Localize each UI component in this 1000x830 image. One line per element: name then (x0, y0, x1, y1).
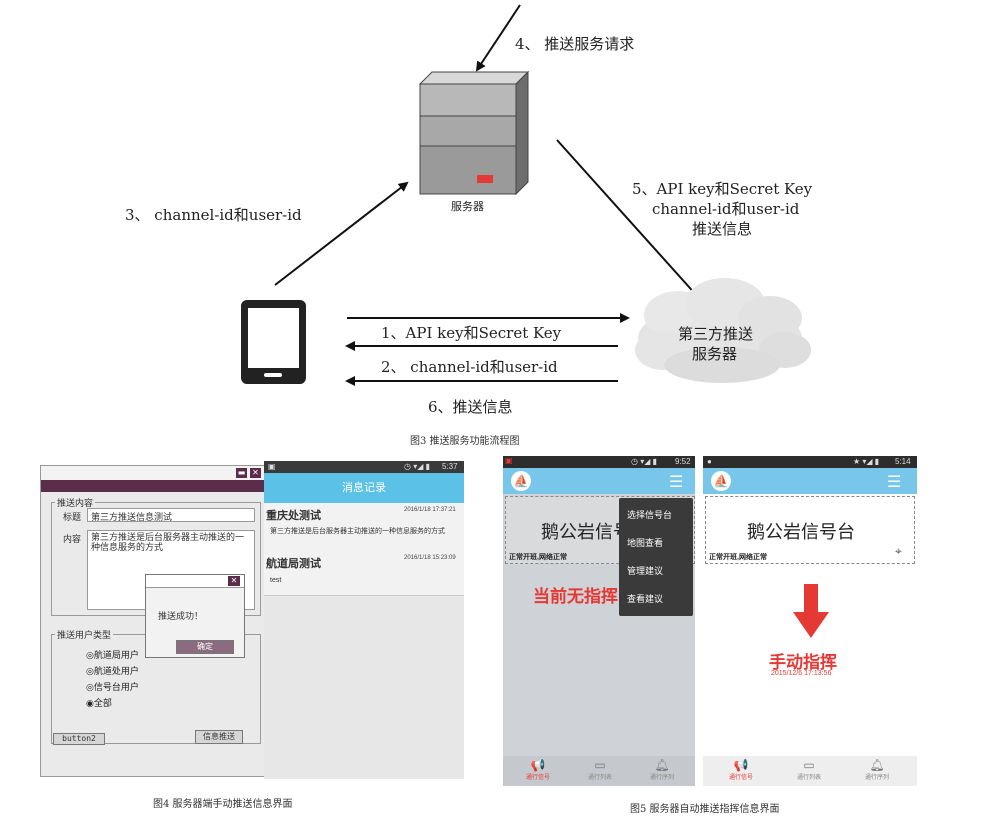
cloud-label-line2: 服务器 (692, 345, 738, 363)
message-log-header: 消息记录 (264, 473, 464, 503)
msg2-body: test (270, 577, 282, 584)
server-label: 服务器 (451, 200, 484, 213)
status-bar: ▣ ◷ ▾◢ ▮ 5:37 (264, 461, 464, 473)
close-button[interactable]: ✕ (250, 468, 261, 478)
no-command-text: 当前无指挥 (533, 587, 618, 606)
minimize-button[interactable]: ▬ (236, 468, 247, 478)
cloud-label-line1: 第三方推送 (678, 325, 754, 343)
server-icon (418, 70, 530, 196)
radio-option-3[interactable]: ◎信号台用户 (86, 682, 139, 692)
fig3-caption: 图3 推送服务功能流程图 (410, 436, 520, 447)
tab-label: 通行列表 (796, 775, 821, 781)
success-dialog: ✕ 推送成功！ 确定 (145, 574, 245, 658)
status-time: 5:37 (442, 462, 458, 471)
radio4-label: 全部 (93, 698, 112, 708)
cloud-icon (635, 278, 811, 383)
radio3-label: 信号台用户 (93, 682, 139, 692)
app-toolbar: ⛵ ☰ (503, 468, 695, 494)
fig5-caption: 图5 服务器自动推送指挥信息界面 (630, 804, 780, 815)
app-logo-icon: ⛵ (711, 471, 731, 491)
phone-signal-left: ▣ ◷ ▾◢ ▮ 9:52 ⛵ ☰ 鹅公岩信号台 正常开班,网络正常 当前无指挥… (503, 456, 695, 786)
label-step5-line1: 5、API key和Secret Key (632, 180, 813, 198)
tab-signal[interactable]: 📢 通行信号 (513, 758, 563, 781)
content-label: 内容 (63, 534, 82, 544)
menu-icon[interactable]: ☰ (669, 472, 684, 491)
phone-message-log: ▣ ◷ ▾◢ ▮ 5:37 消息记录 重庆处测试 2016/1/18 17:37… (264, 461, 464, 779)
tab-list[interactable]: ▭ 通行列表 (781, 758, 837, 781)
msg1-body: 第三方推送是后台服务器主动推送的一种信息服务的方式 (270, 528, 445, 535)
tab-sequence[interactable]: 🔔︎ 通行序列 (849, 758, 905, 781)
message-item-1[interactable]: 重庆处测试 2016/1/18 17:37:21 第三方推送是后台服务器主动推送… (264, 503, 464, 552)
station-name: 鹅公岩信号台 (747, 522, 855, 542)
message-icon: ▭ (594, 758, 606, 772)
header-title: 消息记录 (342, 482, 386, 494)
dialog-close-button[interactable]: ✕ (228, 576, 240, 586)
bottom-tabs: 📢 通行信号 ▭ 通行列表 🔔︎ 通行序列 (703, 756, 917, 786)
down-arrow-icon (793, 584, 829, 638)
mobile-phone-icon (241, 300, 306, 384)
desktop-push-window: ▬ ✕ 推送内容 标题 第三方推送信息测试 内容 第三方推送是后台服务器主动推送… (40, 465, 266, 777)
tab-sequence[interactable]: 🔔︎ 通行序列 (637, 758, 687, 781)
msg1-time: 2016/1/18 17:37:21 (404, 507, 456, 513)
tab-list[interactable]: ▭ 通行列表 (575, 758, 625, 781)
label-step4: 4、 推送服务请求 (515, 35, 635, 53)
menu-item-0[interactable]: 选择信号台 (627, 510, 673, 520)
phone-signal-right: ● ★ ▾◢ ▮ 5:14 ⛵ ☰ 鹅公岩信号台 正常开班,网络正常 ⌖ 手动指… (703, 456, 917, 786)
fig4-caption: 图4 服务器端手动推送信息界面 (153, 799, 293, 810)
app-toolbar: ⛵ ☰ (703, 468, 917, 494)
command-time: 2015/12/6 17:13:56 (771, 670, 832, 677)
label-step3: 3、 channel-id和user-id (125, 206, 302, 224)
tab-label: 通行序列 (649, 775, 674, 781)
menu-icon[interactable]: ☰ (887, 472, 902, 491)
status-time: 9:52 (675, 457, 691, 466)
dialog-message: 推送成功！ (158, 611, 204, 621)
status-time: 5:14 (895, 457, 911, 466)
tab-signal[interactable]: 📢 通行信号 (713, 758, 769, 781)
bottom-tabs: 📢 通行信号 ▭ 通行列表 🔔︎ 通行序列 (503, 756, 695, 786)
dialog-ok-button[interactable]: 确定 (176, 640, 234, 654)
group-content-label: 推送内容 (55, 496, 96, 509)
menu-item-2[interactable]: 管理建议 (627, 566, 664, 576)
msg2-time: 2016/1/18 15:23:09 (404, 555, 456, 561)
overflow-menu: 选择信号台 地图查看 管理建议 查看建议 (619, 498, 693, 616)
app-logo-icon: ⛵ (511, 471, 531, 491)
message-icon: ▭ (803, 758, 815, 772)
label-step1: 1、API key和Secret Key (381, 324, 562, 342)
label-step5-line3: 推送信息 (692, 220, 753, 238)
bell-icon: 🔔︎ (869, 758, 885, 772)
fig3-diagram (241, 4, 811, 386)
tab-label: 通行列表 (587, 775, 612, 781)
status-text: 正常开班,网络正常 (509, 554, 567, 561)
arrow-5 (556, 139, 700, 299)
megaphone-icon: 📢 (530, 758, 546, 772)
msg1-title: 重庆处测试 (266, 510, 321, 522)
radio-option-2[interactable]: ◎航道处用户 (86, 666, 139, 676)
tab-label: 通行信号 (525, 775, 550, 781)
arrow-4 (475, 4, 521, 72)
title-field[interactable]: 第三方推送信息测试 (87, 508, 255, 522)
label-step2: 2、 channel-id和user-id (381, 358, 558, 376)
radio-option-1[interactable]: ◎航道局用户 (86, 650, 139, 660)
tab-label: 通行序列 (864, 775, 889, 781)
bell-icon: 🔔︎ (654, 758, 670, 772)
label-step5-line2: channel-id和user-id (652, 200, 800, 218)
group-user-label: 推送用户类型 (55, 628, 114, 641)
radio-option-4[interactable]: ◉全部 (86, 698, 112, 708)
menu-item-1[interactable]: 地图查看 (627, 538, 664, 548)
msg2-title: 航道局测试 (266, 558, 321, 570)
manual-command-text: 手动指挥 (769, 653, 837, 672)
title-label: 标题 (63, 512, 82, 522)
arrow-3 (274, 181, 409, 286)
megaphone-icon: 📢 (733, 758, 749, 772)
push-info-button[interactable]: 信息推送 (195, 730, 243, 744)
menu-item-3[interactable]: 查看建议 (627, 594, 664, 604)
radio1-label: 航道局用户 (93, 650, 139, 660)
label-step6: 6、推送信息 (428, 398, 513, 416)
tab-label: 通行信号 (728, 775, 753, 781)
radio2-label: 航道处用户 (93, 666, 139, 676)
message-item-2[interactable]: 航道局测试 2016/1/18 15:23:09 test (264, 551, 464, 596)
status-text: 正常开班,网络正常 (709, 554, 767, 561)
button2[interactable]: button2 (53, 733, 105, 745)
location-pin-icon[interactable]: ⌖ (895, 544, 902, 558)
